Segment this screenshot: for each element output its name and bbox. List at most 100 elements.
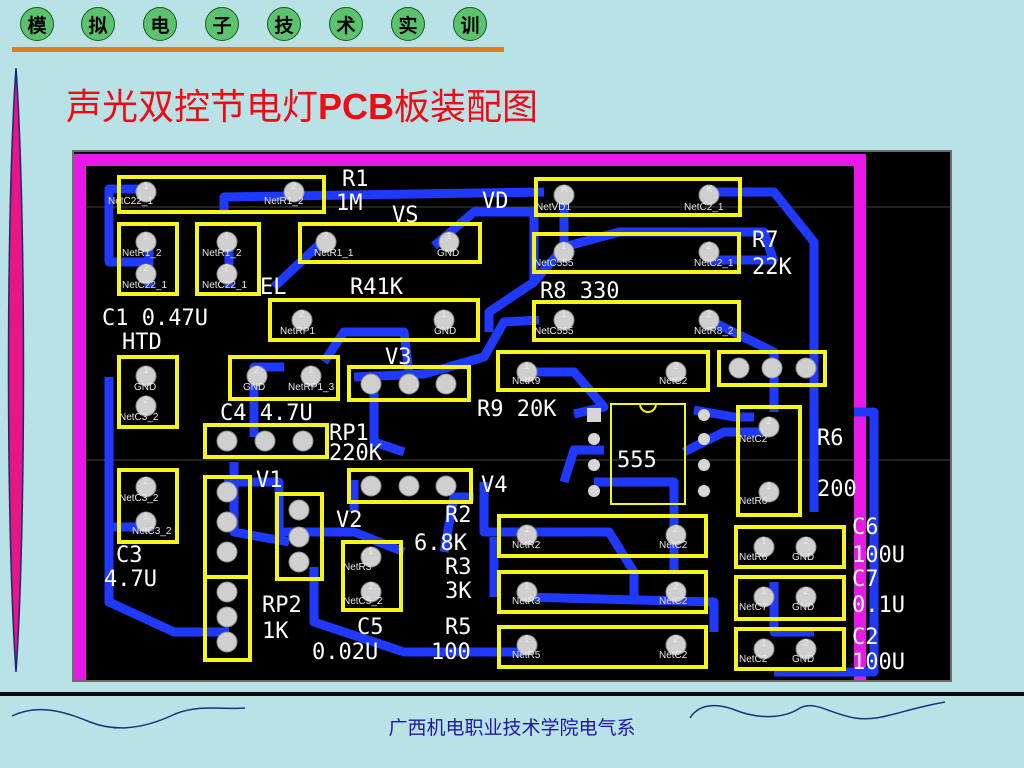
net-label: NetR3 — [343, 562, 372, 573]
net-label: GND — [792, 654, 814, 665]
label-r3: R3 — [445, 555, 472, 580]
label-r4: R41K — [350, 275, 404, 300]
label-c5-value: 0.02U — [312, 640, 378, 665]
pin-number: 2 — [299, 309, 305, 320]
pin-number: 2 — [673, 524, 679, 535]
net-label: NetR6 — [739, 552, 768, 563]
label-rp1: RP1 — [329, 421, 369, 446]
label-c2: C2 — [852, 625, 879, 650]
pin-number: 2 — [706, 309, 712, 320]
label-c5: C5 — [357, 615, 384, 640]
label-c4: C4 4.7U — [220, 401, 313, 426]
pin-number: 1 — [561, 309, 567, 320]
net-label: NetR3 — [512, 596, 541, 607]
label-r6: R6 — [817, 426, 844, 451]
label-v4: V4 — [481, 473, 508, 498]
pin-number: 2 — [224, 263, 230, 274]
board-outline — [74, 154, 866, 680]
pin-number: 2 — [803, 536, 809, 547]
label-c1: C1 0.47U — [102, 306, 208, 331]
pin-number: 2 — [673, 581, 679, 592]
net-label: NetC2 — [659, 540, 688, 551]
pin-number: 2 — [673, 634, 679, 645]
title-suffix: 板装配图 — [394, 87, 539, 128]
label-vd: VD — [482, 189, 509, 214]
net-label: GND — [134, 382, 156, 393]
pin-number: 2 — [803, 638, 809, 649]
header-char-6: 术 — [329, 7, 363, 41]
label-c3: C3 — [116, 543, 143, 568]
pin-number: 1 — [761, 586, 767, 597]
net-label: NetC2 — [739, 654, 768, 665]
label-r8: R8 330 — [540, 279, 619, 304]
label-rp2-value: 1K — [262, 619, 289, 644]
footer-institution: 广西机电职业技术学院电气系 — [388, 717, 636, 739]
label-rp1-value: 220K — [329, 441, 383, 466]
pin-number: 1 — [524, 581, 530, 592]
slide-title: 声光双控节电灯PCB板装配图 — [66, 78, 538, 130]
header-char-7: 实 — [391, 7, 425, 41]
net-label: NetC3_2 — [119, 412, 159, 423]
pin-number: 2 — [254, 365, 260, 376]
ic-555-outline — [587, 403, 710, 505]
label-c7: C7 — [852, 567, 879, 592]
header-char-3: 电 — [143, 7, 177, 41]
net-label: NetC7 — [739, 602, 768, 613]
pin-number: K — [706, 184, 713, 195]
pin-number: 2 — [143, 263, 149, 274]
label-c6-value: 100U — [852, 543, 905, 568]
title-prefix: 声光双控节电灯 — [66, 87, 319, 128]
net-label: GND — [792, 602, 814, 613]
net-label: NetC3_2 — [132, 526, 172, 537]
net-label: NetR2 — [512, 540, 541, 551]
label-r7: R7 — [752, 228, 779, 253]
pin-number: 1 — [441, 309, 447, 320]
header-char-8: 训 — [453, 7, 487, 41]
net-label: NetC2 — [659, 596, 688, 607]
header-underline — [12, 47, 504, 52]
net-label: NetR9 — [512, 376, 541, 387]
net-label: NetC2 — [659, 376, 688, 387]
net-label: NetVD1 — [536, 202, 571, 213]
header-char-1: 模 — [20, 7, 54, 41]
pin-number: 2 — [143, 395, 149, 406]
label-vs: VS — [392, 203, 419, 228]
net-label: NetC2_1 — [684, 202, 724, 213]
pin-number: 1 — [143, 231, 149, 242]
silkscreen-labels: R1 1M VS VD R7 22K EL R41K R8 330 C1 0.4… — [102, 167, 905, 675]
pin-number: 1 — [143, 511, 149, 522]
net-label: NetC555 — [534, 326, 574, 337]
net-label: GND — [434, 326, 456, 337]
net-names: NetC22_1 NetR1_2 NetVD1 NetC2_1 NetR1_1 … — [108, 196, 814, 665]
net-label: GND — [243, 382, 265, 393]
pin-number: A — [561, 184, 568, 195]
net-label: NetC22_1 — [108, 196, 153, 207]
label-r7-value: 22K — [752, 255, 792, 280]
pin-number: 1 — [561, 241, 567, 252]
footer-swirls — [11, 701, 946, 729]
label-v3: V3 — [385, 345, 412, 370]
component-outlines — [117, 175, 846, 671]
pin-number: 2 — [143, 476, 149, 487]
pin-number: 1 — [446, 231, 452, 242]
label-rp2: RP2 — [262, 593, 302, 618]
pin-number: 1 — [524, 524, 530, 535]
net-label: NetRP1_3 — [288, 382, 335, 393]
pin-number: 2 — [323, 231, 329, 242]
pin-number: 1 — [524, 634, 530, 645]
pin-number: 1 — [308, 365, 314, 376]
header-badges: 模 拟 电 子 技 术 实 训 — [20, 7, 506, 43]
label-v1: V1 — [256, 468, 283, 493]
net-label: NetR6 — [739, 496, 768, 507]
pin-number: 2 — [368, 581, 374, 592]
net-label: GND — [792, 552, 814, 563]
net-label: NetC22_1 — [122, 280, 167, 291]
header-char-5: 技 — [267, 7, 301, 41]
pin-number: 1 — [224, 231, 230, 242]
label-v2: V2 — [336, 508, 363, 533]
label-c2-value: 100U — [852, 650, 905, 675]
pcb-layout: 1 2 A K 2 1 1 2 1 2 1 2 2 1 1 2 1 2 2 1 … — [74, 152, 950, 680]
label-r6-value: 200 — [817, 477, 857, 502]
pin-number: 2 — [673, 361, 679, 372]
pin-number: 1 — [761, 638, 767, 649]
